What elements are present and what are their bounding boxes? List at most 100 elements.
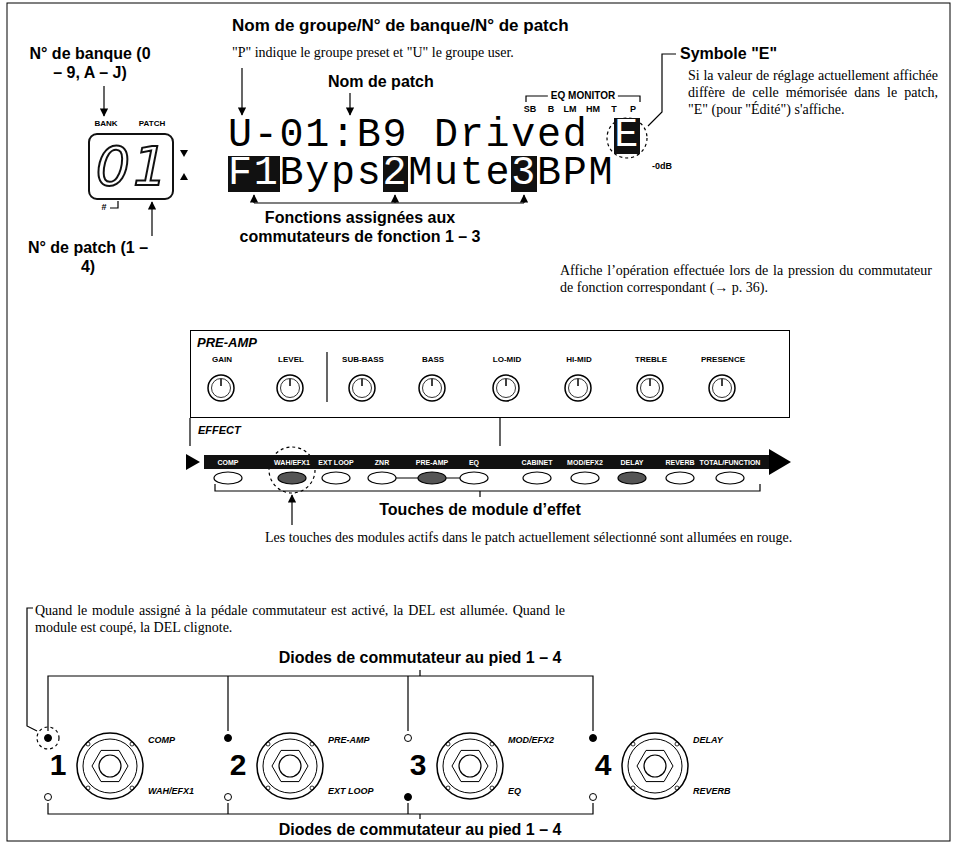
knob-cap (713, 379, 732, 398)
panel-label: SUB-BASS (342, 355, 384, 365)
knob-pointer (361, 379, 363, 386)
panel-label: PATCH (139, 119, 165, 129)
callout-heading: N° de banque (0 – 9, A – J) (25, 44, 155, 82)
leader-line (253, 195, 254, 203)
module-button (523, 472, 551, 484)
small-label: -0dB (652, 161, 672, 172)
screw (675, 742, 679, 746)
switch-label: DELAY (693, 735, 723, 746)
screw (675, 786, 679, 790)
module-button (618, 472, 646, 484)
knob (419, 375, 445, 401)
preamp-panel: PRE-AMPGAINLEVELSUB-BASSBASSLO-MIDHI-MID… (190, 330, 790, 418)
note-text: Affiche l’opération effectuée lors de la… (560, 262, 932, 296)
switch-nut (637, 750, 673, 781)
switch-label: REVERB (693, 786, 731, 797)
lcd-text: E (614, 118, 640, 154)
button-label: EXT LOOP (318, 458, 353, 467)
frame (7, 3, 950, 841)
small-label: HM (586, 104, 600, 115)
bracket (48, 670, 593, 731)
knob-pointer (220, 379, 222, 386)
callout-heading: Nom de groupe/N° de banque/N° de patch (232, 16, 569, 36)
led-digits: 01 (96, 136, 171, 198)
note-text: Les touches des modules actifs dans le p… (265, 529, 805, 546)
button-label: TOTAL/FUNCTION (700, 458, 761, 467)
switch-nut (92, 750, 128, 781)
small-label: LM (564, 104, 577, 115)
panel-label: LO-MID (493, 355, 521, 365)
leader-lines (27, 54, 760, 819)
module-button (571, 472, 599, 484)
band-tail (186, 454, 200, 470)
note-text: "P" indique le groupe preset et "U" le g… (232, 44, 514, 61)
note-text: Quand le module assigné à la pédale comm… (35, 602, 565, 636)
module-button (278, 472, 306, 484)
small-label: B (548, 104, 555, 115)
module-button (716, 472, 744, 484)
screw (490, 742, 494, 746)
leader-line (394, 195, 395, 203)
panel-label: LEVEL (278, 355, 304, 365)
lcd-text: U-01:B9 Drived (228, 118, 589, 154)
bracket (215, 484, 760, 497)
switch-button (99, 755, 121, 777)
footswitch (622, 733, 688, 799)
panel-label: TREBLE (635, 355, 667, 365)
button-label: MOD/EFX2 (567, 458, 603, 467)
screw (86, 742, 90, 746)
led (405, 794, 412, 801)
patch-symbol (110, 201, 118, 208)
small-label: T (611, 104, 617, 115)
small-label: # (101, 202, 106, 213)
screw (86, 786, 90, 790)
knob-pointer (289, 379, 291, 386)
switch-label: MOD/EFX2 (508, 735, 554, 746)
panel-label: HI-MID (566, 355, 591, 365)
screw (310, 742, 314, 746)
screw (130, 742, 134, 746)
effect-section: EFFECTCOMPWAH/EFX1EXT LOOPZNRPRE-AMPEQCA… (185, 420, 795, 486)
screw (266, 742, 270, 746)
screw (266, 786, 270, 790)
button-label: ZNR (375, 458, 389, 467)
callout-heading: Touches de module d’effet (379, 500, 581, 519)
panel-label: BASS (422, 355, 444, 365)
screw (446, 742, 450, 746)
footswitch-ring (83, 739, 137, 793)
footswitch-ring (443, 739, 497, 793)
led-arrows (180, 150, 188, 180)
footswitch-ring (628, 739, 682, 793)
knob (349, 375, 375, 401)
module-buttons (214, 472, 744, 484)
knob-cap (497, 379, 516, 398)
switch-nut (452, 750, 488, 781)
section-title: EFFECT (198, 424, 241, 437)
screw (631, 786, 635, 790)
knob-cap (423, 379, 442, 398)
screw (631, 742, 635, 746)
callout-heading: Diodes de commutateur au pied 1 – 4 (279, 820, 562, 839)
knob (277, 375, 303, 401)
lcd-text: Byps (280, 156, 383, 192)
screw (490, 786, 494, 790)
knob (493, 375, 519, 401)
band-head (769, 449, 791, 475)
switch-label: PRE-AMP (328, 735, 370, 746)
led (45, 794, 52, 801)
callout-heading: N° de patch (1 – 4) (23, 238, 153, 276)
panel-label: PRESENCE (701, 355, 745, 365)
button-label: EQ (469, 458, 479, 467)
switch-button (459, 755, 481, 777)
switch-label: EXT LOOP (328, 786, 374, 797)
switch-label: EQ (508, 786, 521, 797)
knob (208, 375, 234, 401)
footswitch (77, 733, 143, 799)
module-button (460, 472, 488, 484)
button-label: WAH/EFX1 (274, 458, 310, 467)
switch-label: COMP (148, 735, 175, 746)
led (405, 735, 412, 742)
led (590, 794, 597, 801)
knob-pointer (431, 379, 433, 386)
led (225, 735, 232, 742)
